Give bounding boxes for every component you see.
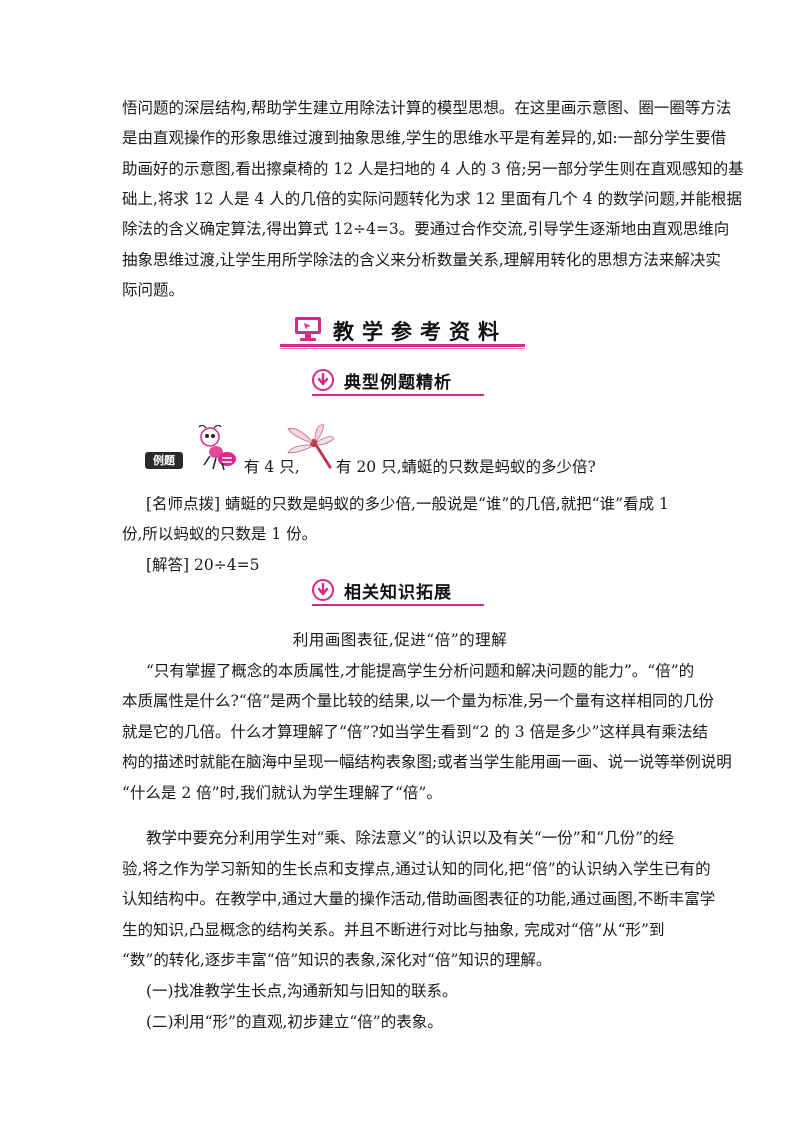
article-p1-line-4: 构的描述时就能在脑海中呈现一幅结构表象图;或者当学生能用画一画、说一说等举例说明 xyxy=(122,753,732,771)
example-badge: 例题 xyxy=(145,452,183,469)
intro-line-5: 除法的含义确定算法,得出算式 12÷4=3。要通过合作交流,引导学生逐渐地由直观… xyxy=(122,220,730,238)
intro-line-6: 抽象思维过渡,让学生用所学除法的含义来分析数量关系,理解用转化的思想方法来解决实 xyxy=(122,251,721,269)
dragonfly-illustration xyxy=(287,424,335,469)
section-title: 教学参考资料 xyxy=(333,320,507,344)
list-item-1: (一)找准教学生长点,沟通新知与旧知的联系。 xyxy=(146,982,458,1000)
ant-illustration xyxy=(198,425,236,471)
article-title: 利用画图表征,促进“倍”的理解 xyxy=(292,631,508,649)
section-banner: 教学参考资料 xyxy=(280,316,525,349)
article-p1-line-3: 就是它的几倍。什么才算理解了“倍”?如当学生看到“2 的 3 倍是多少”这样具有… xyxy=(122,723,709,741)
banner-underline-thin xyxy=(280,348,525,349)
article-p2-line-1: 教学中要充分利用学生对“乘、除法意义”的认识以及有关“一份”和“几份”的经 xyxy=(146,829,675,847)
example-text-b: 有 20 只,蜻蜓的只数是蚂蚁的多少倍? xyxy=(336,458,596,476)
subheader-examples-label: 典型例题精析 xyxy=(344,373,452,393)
intro-line-3: 助画好的示意图,看出擦桌椅的 12 人是扫地的 4 人的 3 倍;另一部分学生则… xyxy=(122,160,744,178)
subheader-underline xyxy=(312,604,484,606)
tip-line-1: [名师点拨] 蜻蜓的只数是蚂蚁的多少倍,一般说是“谁”的几倍,就把“谁”看成 1 xyxy=(146,495,669,513)
example-text-a: 有 4 只, xyxy=(244,458,300,476)
article-p2-line-5: “数”的转化,逐步丰富“倍”知识的表象,深化对“倍”知识的理解。 xyxy=(122,951,552,969)
tip-line-2: 份,所以蚂蚁的只数是 1 份。 xyxy=(122,525,318,543)
answer-line: [解答] 20÷4=5 xyxy=(146,556,260,574)
intro-line-2: 是由直观操作的形象思维过渡到抽象思维,学生的思维水平是有差异的,如:一部分学生要… xyxy=(122,129,727,147)
article-p2-line-3: 认知结构中。在教学中,通过大量的操作活动,借助画图表征的功能,通过画图,不断丰富… xyxy=(122,890,716,908)
banner-underline xyxy=(280,344,525,347)
subheader-examples: 典型例题精析 xyxy=(312,368,484,396)
article-p1-line-5: “什么是 2 倍”时,我们就认为学生理解了“倍”。 xyxy=(122,784,442,802)
intro-line-7: 际问题。 xyxy=(122,281,185,299)
subheader-extension-label: 相关知识拓展 xyxy=(344,583,452,603)
computer-monitor-icon xyxy=(295,317,321,341)
article-p2-line-4: 生的知识,凸显概念的结构关系。并且不断进行对比与抽象, 完成对“倍”从“形”到 xyxy=(122,921,665,939)
intro-line-1: 悟问题的深层结构,帮助学生建立用除法计算的模型思想。在这里画示意图、圈一圈等方法 xyxy=(122,99,732,117)
article-p1-line-2: 本质属性是什么?“倍”是两个量比较的结果,以一个量为标准,另一个量有这样相同的几… xyxy=(122,692,715,710)
article-p2-line-2: 验,将之作为学习新知的生长点和支撑点,通过认知的同化,把“倍”的认识纳入学生已有… xyxy=(122,860,711,878)
down-arrow-circle-icon xyxy=(312,369,334,391)
down-arrow-circle-icon xyxy=(312,579,334,601)
article-p1-line-1: “只有掌握了概念的本质属性,才能提高学生分析问题和解决问题的能力”。“倍”的 xyxy=(146,662,695,680)
list-item-2: (二)利用“形”的直观,初步建立“倍”的表象。 xyxy=(146,1013,443,1031)
subheader-underline xyxy=(312,394,484,396)
subheader-extension: 相关知识拓展 xyxy=(312,578,484,606)
intro-line-4: 础上,将求 12 人是 4 人的几倍的实际问题转化为求 12 里面有几个 4 的… xyxy=(122,190,742,208)
